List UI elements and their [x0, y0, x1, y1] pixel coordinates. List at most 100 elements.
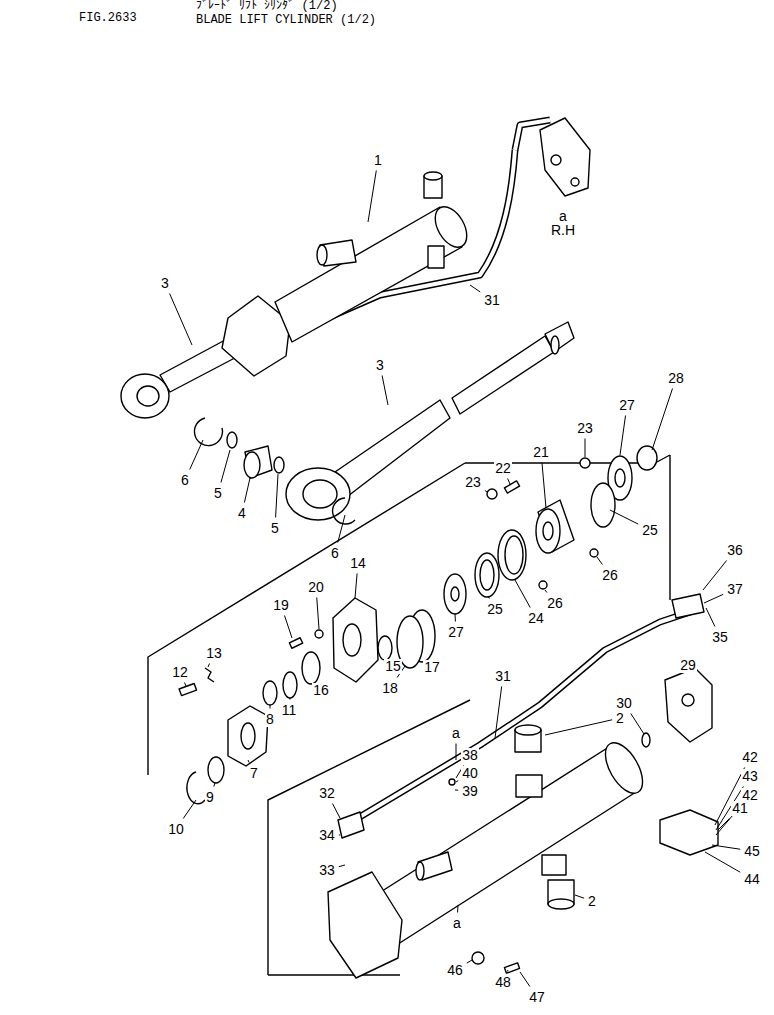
callout-number: 12 — [171, 665, 189, 680]
leader-line — [270, 705, 271, 709]
callout-number: 6 — [180, 473, 190, 488]
callout-number: 24 — [527, 611, 545, 626]
leader-line — [718, 819, 730, 831]
leader-line — [285, 616, 293, 639]
callout-number: 37 — [726, 582, 744, 597]
callout-number: 5 — [270, 521, 280, 536]
leader-line — [495, 687, 502, 739]
callout-number: 23 — [464, 475, 482, 490]
leader-line — [338, 515, 345, 543]
leader-line — [488, 596, 489, 599]
leader-line — [515, 580, 530, 608]
leader-line — [208, 664, 210, 668]
callout-number: 40 — [461, 766, 479, 781]
leader-line — [620, 416, 626, 456]
figure-heading: FIG.2633 — [78, 12, 138, 25]
leader-line — [382, 376, 388, 406]
leader-line — [545, 720, 612, 735]
leader-line — [706, 608, 715, 627]
leader-line — [597, 557, 602, 565]
callout-number: 31 — [494, 669, 512, 684]
leader-line — [221, 450, 230, 483]
leader-line — [244, 478, 250, 503]
callout-number: 36 — [726, 543, 744, 558]
callout-number: 11 — [281, 703, 298, 718]
callout-number: 4 — [237, 506, 247, 521]
leader-line — [520, 972, 530, 987]
callout-number: 31 — [483, 293, 501, 308]
leader-line — [542, 463, 546, 509]
leader-line — [455, 614, 456, 622]
piston-parts — [444, 446, 657, 614]
callout-number: 46 — [446, 963, 464, 978]
leader-line — [652, 389, 673, 451]
leader-line — [467, 960, 472, 963]
leader-line — [190, 440, 203, 470]
figure-title: BLADE LIFT CYLINDER (1/2) — [195, 14, 377, 27]
leader-line — [585, 439, 586, 458]
leader-line — [470, 285, 480, 292]
figure-heading: ﾌﾞﾚｰﾄﾞ ﾘﾌﾄ ｼﾘﾝﾀﾞ (1/2) — [195, 0, 339, 13]
callout-number: 17 — [423, 660, 441, 675]
callout-number: 35 — [711, 630, 729, 645]
callout-number: 28 — [667, 371, 685, 386]
callout-number: 39 — [461, 784, 479, 799]
leader-line — [368, 171, 376, 223]
exploded-group-frame — [148, 455, 670, 975]
leader-line — [704, 594, 723, 603]
callout-number: 8 — [265, 712, 275, 727]
leader-line — [455, 790, 458, 791]
callout-number: 32 — [318, 786, 336, 801]
callout-number: 41 — [731, 801, 749, 816]
callout-number: 48 — [494, 975, 512, 990]
callout-number: 10 — [167, 822, 185, 837]
callout-number: 9 — [205, 790, 215, 805]
callout-number: 26 — [601, 568, 619, 583]
leader-line — [631, 714, 644, 735]
leader-line — [332, 804, 340, 819]
leader-line — [485, 490, 487, 492]
leader-line — [575, 895, 584, 898]
leader-line — [610, 510, 638, 524]
callout-number: 13 — [205, 646, 223, 661]
callout-number: 27 — [618, 398, 636, 413]
leader-line — [248, 760, 249, 763]
assembled-cylinder — [121, 118, 590, 418]
callout-number: 22 — [494, 461, 512, 476]
callout-number: 1 — [373, 153, 383, 168]
callout-number: 25 — [486, 602, 504, 617]
leader-line — [545, 590, 547, 593]
piston-rod-parts — [194, 322, 574, 524]
leader-line — [507, 970, 509, 972]
leader-line — [170, 294, 192, 346]
callout-number: 44 — [743, 872, 761, 887]
callout-number: 2 — [587, 894, 597, 909]
leader-line — [355, 574, 357, 599]
callout-number: 2 — [615, 711, 625, 726]
leader-line — [339, 865, 345, 867]
leader-line — [456, 744, 457, 761]
cylinder-tube — [328, 594, 718, 978]
cylinder-head-parts — [179, 598, 435, 804]
callout-number: 45 — [743, 844, 761, 859]
callout-number: 29 — [679, 658, 697, 673]
callout-number: 6 — [330, 546, 340, 561]
callout-number: 5 — [213, 486, 223, 501]
leader-line — [705, 852, 740, 872]
leader-line — [289, 698, 290, 700]
callout-number: 16 — [312, 683, 330, 698]
leader-line — [276, 474, 278, 518]
callout-number: a — [451, 726, 461, 741]
callout-number: 7 — [249, 766, 259, 781]
leader-line — [457, 905, 458, 913]
callout-number: a — [452, 916, 462, 931]
callout-number: 3 — [160, 276, 170, 291]
callout-number: 19 — [272, 598, 290, 613]
leader-line — [185, 683, 187, 687]
leader-line — [339, 835, 340, 836]
callout-number: 20 — [307, 580, 325, 595]
leader-line — [456, 781, 458, 782]
